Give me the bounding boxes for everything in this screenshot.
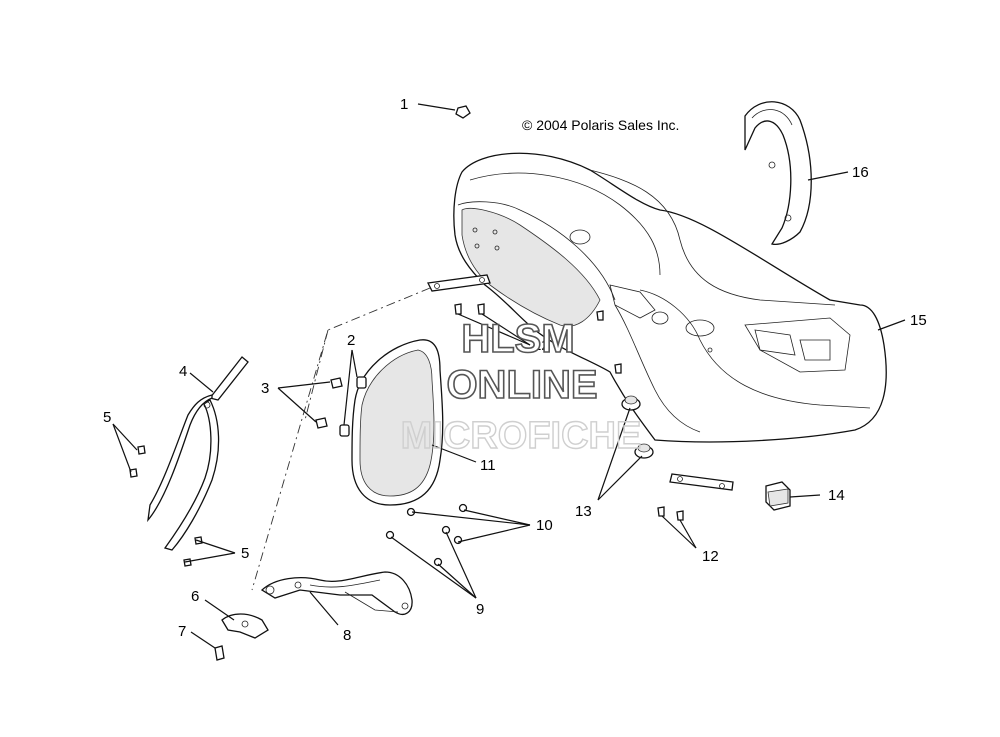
mounting-plate-upper [427,274,491,292]
callout-4: 4 [179,363,187,380]
callout-8: 8 [343,627,351,644]
watermark-line-2: ONLINE [446,363,597,407]
copyright-text: © 2004 Polaris Sales Inc. [522,117,679,133]
callout-5b: 5 [241,545,249,562]
callout-15: 15 [910,312,927,329]
callout-6: 6 [191,588,199,605]
callout-7: 7 [178,623,186,640]
callout-14: 14 [828,487,845,504]
watermark: HLSM ONLINE MICROFICHE [400,316,642,458]
callout-5a: 5 [103,409,111,426]
backrest-pad [351,339,444,506]
grommets [621,395,654,459]
bolt-7 [214,645,225,661]
leader-lines [112,103,906,649]
callout-1: 1 [400,96,408,113]
callout-11: 11 [480,457,496,474]
callout-13: 13 [575,503,592,520]
seat-assembly [453,152,887,443]
callout-12b: 12 [702,548,719,565]
mounting-bracket [260,571,413,615]
callout-2: 2 [347,332,355,349]
callout-9: 9 [476,601,484,618]
callout-labels: 1 2 3 4 5 5 6 7 8 9 10 11 12 12 13 14 15… [103,96,927,644]
callout-3: 3 [261,380,269,397]
callout-16: 16 [852,164,869,181]
watermark-line-1: HLSM [461,317,574,361]
callout-10: 10 [536,517,553,534]
latch-plate [221,613,269,639]
assembly-lines [251,287,431,591]
mounting-plate-lower [669,473,734,491]
watermark-line-3: MICROFICHE [401,415,642,457]
latch-block [765,481,791,511]
backrest-frame [147,356,249,551]
seat-trim-strap [744,101,812,246]
callout-12a: 12 [533,337,550,354]
